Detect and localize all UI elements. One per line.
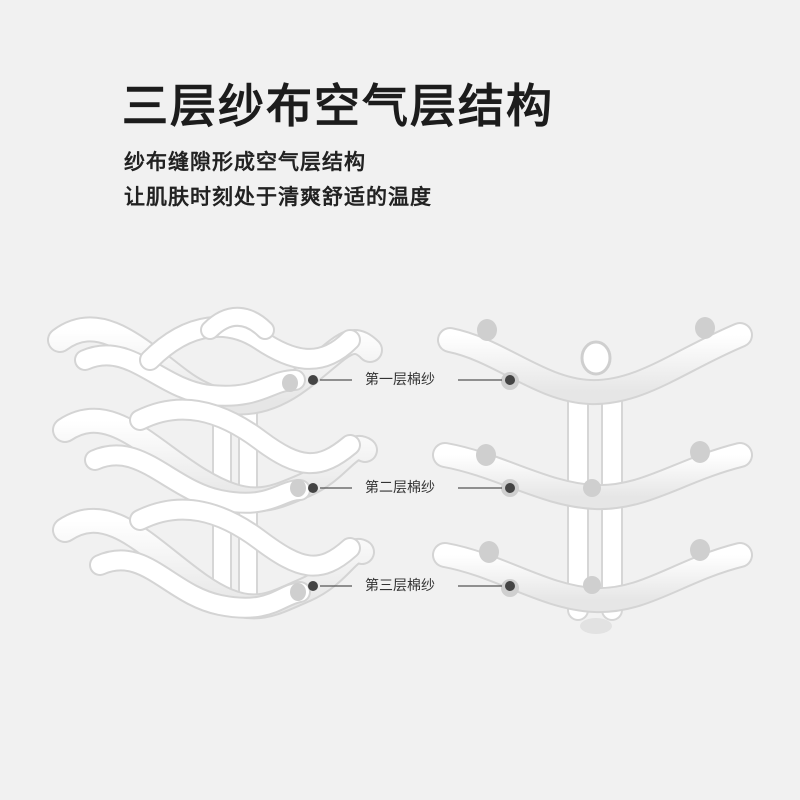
layer-label-2: 第二层棉纱 bbox=[365, 480, 435, 496]
left-layer-2-fibers bbox=[52, 398, 378, 514]
right-layer-2-fibers bbox=[432, 441, 753, 511]
right-layer-1-fibers bbox=[437, 317, 753, 406]
leader-layer-1 bbox=[308, 375, 515, 385]
layer-label-3: 第三层棉纱 bbox=[365, 578, 435, 594]
left-layer-3-fibers bbox=[52, 498, 375, 620]
leader-layer-3 bbox=[308, 581, 515, 591]
right-layer-3-fibers bbox=[432, 539, 753, 614]
page-title: 三层纱布空气层结构 bbox=[122, 79, 554, 133]
subtitle-line-1: 纱布缝隙形成空气层结构 bbox=[124, 150, 366, 174]
right-fiber-structure bbox=[432, 317, 753, 634]
layer-label-1: 第一层棉纱 bbox=[365, 372, 435, 388]
leader-lines bbox=[308, 375, 515, 591]
subtitle-line-2: 让肌肤时刻处于清爽舒适的温度 bbox=[124, 185, 432, 209]
left-layer-1-fibers bbox=[47, 306, 383, 416]
leader-layer-2 bbox=[308, 483, 515, 493]
left-fiber-structure bbox=[47, 306, 383, 620]
